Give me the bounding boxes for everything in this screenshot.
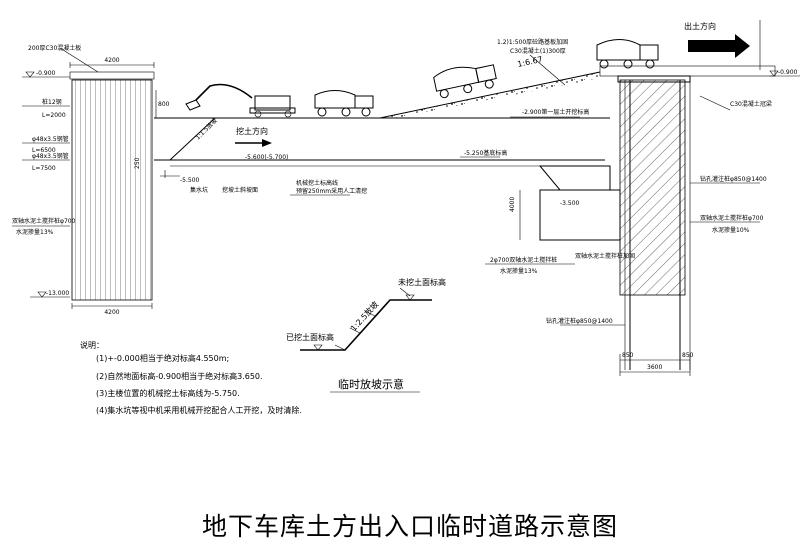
right-pile-b: 钻孔灌注桩φ850@1400	[546, 317, 613, 325]
retaining-block: 4000 -3.500	[509, 165, 621, 255]
elev-5500-label: -5.500	[180, 177, 200, 184]
dig-direction-label: 挖土方向	[236, 126, 268, 136]
note-item: (3)主楼位置的机械挖土标高线为-5.750.	[96, 388, 240, 398]
ramp-note-2: C30混凝土(1)300厚	[510, 47, 566, 55]
left-cement-label: 水泥掺量13%	[16, 228, 54, 236]
left-wall-section: 4200 4200 200厚C30混凝土板 -0.900 桩12钢 L=2000…	[12, 44, 170, 316]
elev-5600-label: -5.600(-5.700)	[245, 154, 288, 161]
pile1-len: L=2000	[42, 112, 66, 119]
width-top-label: 4200	[104, 57, 119, 64]
left-elev-bottom: -13.000	[46, 290, 69, 297]
right-wall-section: -0.900 C30混凝土冠梁 钻孔灌注桩φ850@1400 双轴水泥土搅拌桩φ…	[546, 20, 800, 376]
pile700-label: 2φ700双轴水泥土搅拌桩	[490, 256, 557, 264]
dug-label: 已挖土面标高	[286, 332, 334, 342]
dump-truck-3	[596, 39, 659, 69]
exit-direction-label: 出土方向	[684, 21, 716, 31]
cement2-label: 水泥掺量13%	[500, 267, 538, 275]
left-slope-label: 1:1.5放坡	[194, 116, 219, 141]
slope-ratio-label: 1:6.67	[517, 55, 544, 69]
pipe1-len: L=6500	[32, 147, 56, 154]
right-cement: 水泥掺量10%	[712, 226, 750, 234]
note-item: (2)自然地面标高-0.900相当于绝对标高3.650.	[96, 371, 263, 381]
dump-truck-2	[433, 64, 497, 99]
top-slab	[69, 71, 155, 80]
pile1-label: 桩12钢	[42, 98, 62, 106]
mix-pile2-label: 双轴水泥土搅拌桩加固	[575, 252, 635, 260]
drain-label: 挖坡土斜坡面	[222, 186, 258, 194]
right-elev-label: -0.900	[778, 69, 798, 76]
c30-label: C30混凝土冠梁	[730, 100, 772, 108]
right-mix-pile: 双轴水泥土搅拌桩φ700	[700, 214, 764, 222]
elev-5250-label: -5.250基底标高	[464, 149, 507, 157]
right-pile-a: 钻孔灌注桩φ850@1400	[700, 175, 767, 183]
slope-caption: 临时放坡示意	[338, 377, 404, 391]
note-item: (4)集水坑等视中机采用机械开挖配合人工开挖，及时清除.	[96, 405, 302, 415]
dim-800-label: 800	[158, 101, 170, 108]
excavator	[185, 83, 296, 118]
top-slab-label: 200厚C30混凝土板	[28, 44, 81, 52]
sump-label: 集水坑	[190, 186, 208, 194]
note-item: (1)+-0.000相当于绝对标高4.550m;	[96, 353, 229, 363]
dim-4000-label: 4000	[509, 197, 516, 212]
exit-direction-arrow: 出土方向	[684, 21, 750, 58]
dig-direction-arrow: 挖土方向	[235, 126, 272, 147]
manual-dig-label: 预留250mm采用人工清挖	[296, 187, 367, 195]
pipe2-label: φ48x3.5钢管	[32, 152, 69, 160]
exc-face-label: 机械挖土标高线	[296, 179, 338, 187]
ramp-note-1: 1.2)1:500厚砼路基板加固	[497, 38, 568, 46]
pipe1-label: φ48x3.5钢管	[32, 135, 69, 143]
left-elev-top: -0.900	[36, 70, 56, 77]
ground-surface	[154, 65, 776, 178]
slope-sketch: 未挖土面标高 已挖土面标高 1:2.5放坡 临时放坡示意	[286, 277, 446, 393]
dim-850-b: 850	[682, 352, 694, 359]
dump-truck-1	[314, 90, 374, 117]
left-mix-pile-label: 双轴水泥土搅拌桩φ700	[12, 217, 76, 225]
elev-2900-label: -2.900第一层土开挖标高	[522, 108, 589, 116]
dim-3600: 3600	[647, 364, 662, 371]
notes-heading: 说明：	[80, 340, 104, 350]
mix-pile-wall	[71, 79, 153, 301]
dim-850-a: 850	[622, 352, 634, 359]
notes: 说明： (1)+-0.000相当于绝对标高4.550m; (2)自然地面标高-0…	[80, 340, 302, 415]
width-bottom-label: 4200	[104, 309, 119, 316]
elev-3600-label: -3.500	[560, 200, 580, 207]
not-dug-label: 未挖土面标高	[398, 277, 446, 287]
drawing-title: 地下车库土方出入口临时道路示意图	[202, 512, 618, 541]
pipe2-len: L=7500	[32, 165, 56, 172]
dim-250-label: 250	[134, 157, 141, 169]
